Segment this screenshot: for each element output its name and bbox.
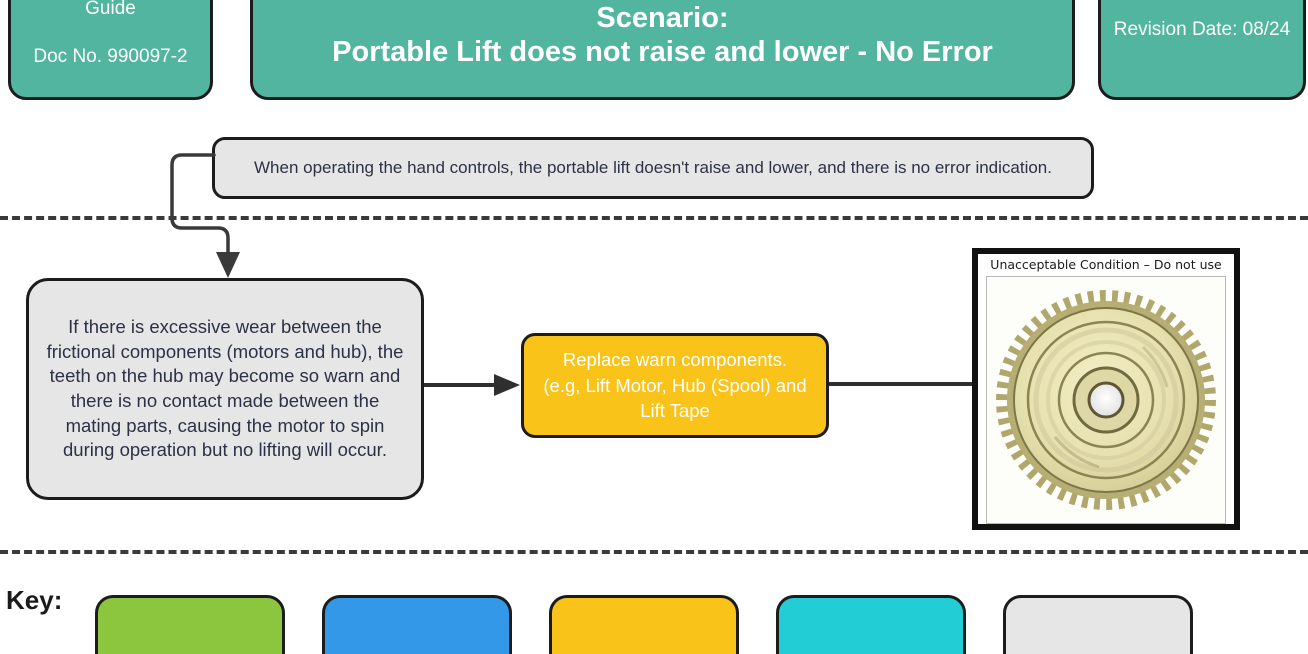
key-label-text: Key [6,585,54,615]
header-doc-box: Guide Doc No. 990097-2 [8,0,213,100]
legend-item-additional-context: Additional Context [1003,595,1193,654]
cause-box: If there is excessive wear between the f… [26,278,424,500]
header-doc-number: Doc No. 990097-2 [33,46,188,67]
symptom-text: When operating the hand controls, the po… [253,157,1052,177]
scenario-label: Scenario: [596,1,729,34]
legend-item-green [95,595,285,654]
header-guide-title: Guide [85,0,136,19]
connector-cause-to-action [424,374,520,396]
connector-action-to-photo [829,382,975,386]
photo-image-frame [986,276,1226,524]
photo-caption: Unacceptable Condition – Do not use [990,257,1222,272]
photo-panel: Unacceptable Condition – Do not use [972,248,1240,530]
key-label: Key: [6,585,62,616]
action-text: Replace warn components. (e.g, Lift Moto… [543,347,806,424]
cause-text: If there is excessive wear between the f… [46,316,404,461]
connector-symptom-to-cause [170,153,240,278]
section-divider-top [0,216,1308,220]
action-line-2: (e.g, Lift Motor, Hub (Spool) and [543,374,807,396]
action-box: Replace warn components. (e.g, Lift Moto… [521,333,829,438]
revision-date: Revision Date: 08/24 [1113,18,1291,40]
header-scenario-box: Scenario: Portable Lift does not raise a… [250,0,1075,100]
legend-item-component: Component [549,595,739,654]
header-revision-box: Revision Date: 08/24 [1098,0,1306,100]
action-line-1: Replace warn components. [562,349,788,371]
action-line-3: Lift Tape [640,400,710,422]
legend-item-blue [322,595,512,654]
symptom-box: When operating the hand controls, the po… [212,137,1094,199]
scenario-title: Portable Lift does not raise and lower -… [332,36,993,68]
worn-hub-gear-icon [996,290,1216,510]
section-divider-bottom [0,550,1308,554]
legend-item-supporting: Supporting [776,595,966,654]
key-label-colon: : [53,585,63,615]
